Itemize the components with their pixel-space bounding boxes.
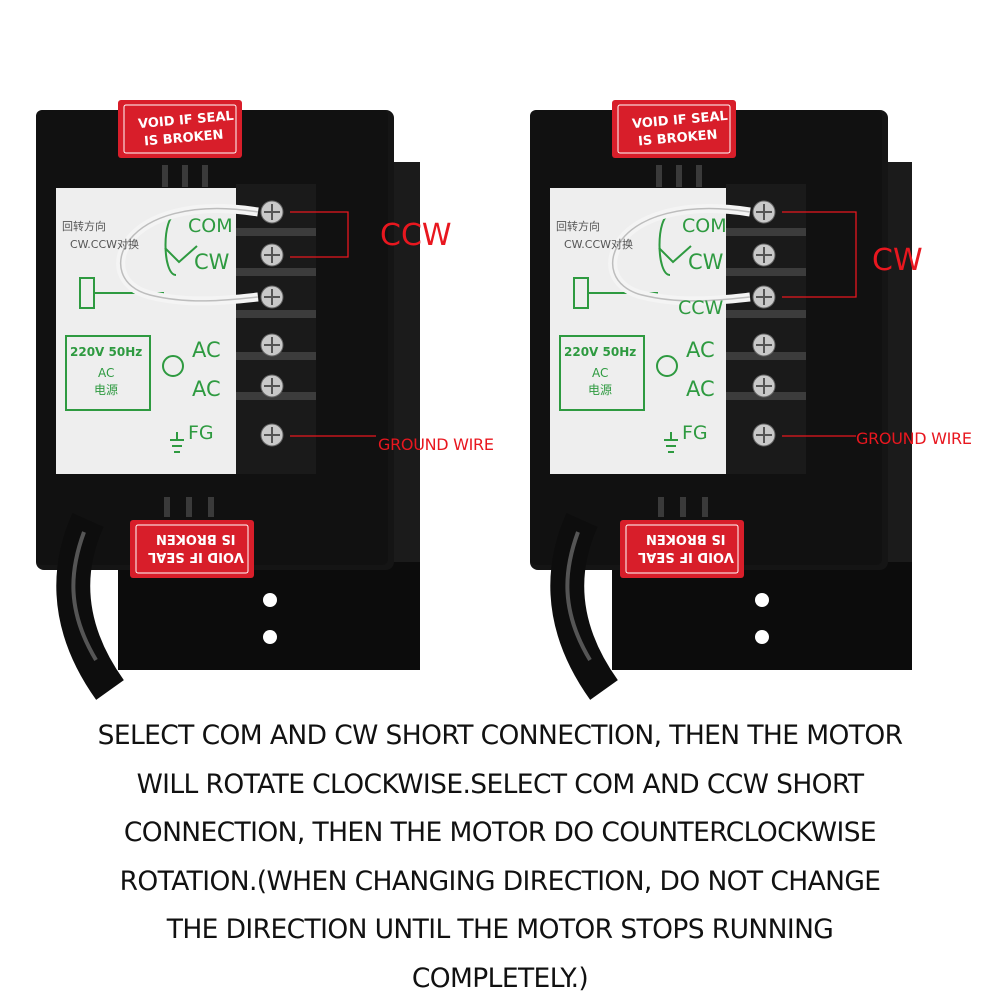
power-rating: 220V 50Hz [70, 345, 142, 359]
seal-bottom-line2: IS BROKEN [156, 531, 236, 546]
controller-photo-ccw: VOID IF SEAL IS BROKEN VOID IF SEAL IS B… [0, 0, 500, 700]
ground-wire-label: GROUND WIRE [378, 435, 494, 454]
panel-cn-title: 回转方向 [62, 218, 106, 234]
terminal-com-label: COM [682, 215, 727, 237]
caption-line: WILL ROTATE CLOCKWISE.SELECT COM AND CCW… [60, 761, 940, 810]
mounting-hole [755, 593, 769, 607]
caption-line: THE DIRECTION UNTIL THE MOTOR STOPS RUNN… [60, 906, 940, 955]
terminal-ac1-label: AC [686, 338, 715, 362]
terminal-ac1-label: AC [192, 338, 221, 362]
seal-bottom-line1: VOID IF SEAL [638, 549, 734, 564]
power-cn: 电源 [588, 381, 612, 398]
terminal-com-label: COM [188, 215, 233, 237]
direction-label: CCW [380, 218, 452, 253]
mounting-hole [263, 593, 277, 607]
terminal-ac2-label: AC [192, 377, 221, 401]
terminal-fg-label: FG [682, 422, 708, 444]
direction-label: CW [872, 243, 923, 278]
caption-line: SELECT COM AND CW SHORT CONNECTION, THEN… [60, 712, 940, 761]
panel-cn-switch: CW.CCW对换 [564, 236, 633, 252]
caption-line: CONNECTION, THEN THE MOTOR DO COUNTERCLO… [60, 809, 940, 858]
instruction-caption: SELECT COM AND CW SHORT CONNECTION, THEN… [60, 712, 940, 1003]
caption-line: ROTATION.(WHEN CHANGING DIRECTION, DO NO… [60, 858, 940, 907]
controller-photo-cw: VOID IF SEAL IS BROKEN VOID IF SEAL IS B… [500, 0, 1000, 700]
terminal-cw-label: CW [688, 250, 723, 274]
seal-bottom-line2: IS BROKEN [646, 531, 726, 546]
terminal-fg-label: FG [188, 422, 214, 444]
mounting-hole [755, 630, 769, 644]
power-cn: 电源 [94, 381, 118, 398]
mounting-hole [263, 630, 277, 644]
power-rating: 220V 50Hz [564, 345, 636, 359]
power-ac: AC [592, 366, 608, 380]
ground-wire-label: GROUND WIRE [856, 429, 972, 448]
terminal-ac2-label: AC [686, 377, 715, 401]
caption-line: COMPLETELY.) [60, 955, 940, 1003]
terminal-ccw-label: CCW [678, 297, 723, 319]
panel-cn-switch: CW.CCW对换 [70, 236, 139, 252]
terminal-cw-label: CW [194, 250, 229, 274]
power-ac: AC [98, 366, 114, 380]
panel-cn-title: 回转方向 [556, 218, 600, 234]
seal-bottom-line1: VOID IF SEAL [148, 549, 244, 564]
